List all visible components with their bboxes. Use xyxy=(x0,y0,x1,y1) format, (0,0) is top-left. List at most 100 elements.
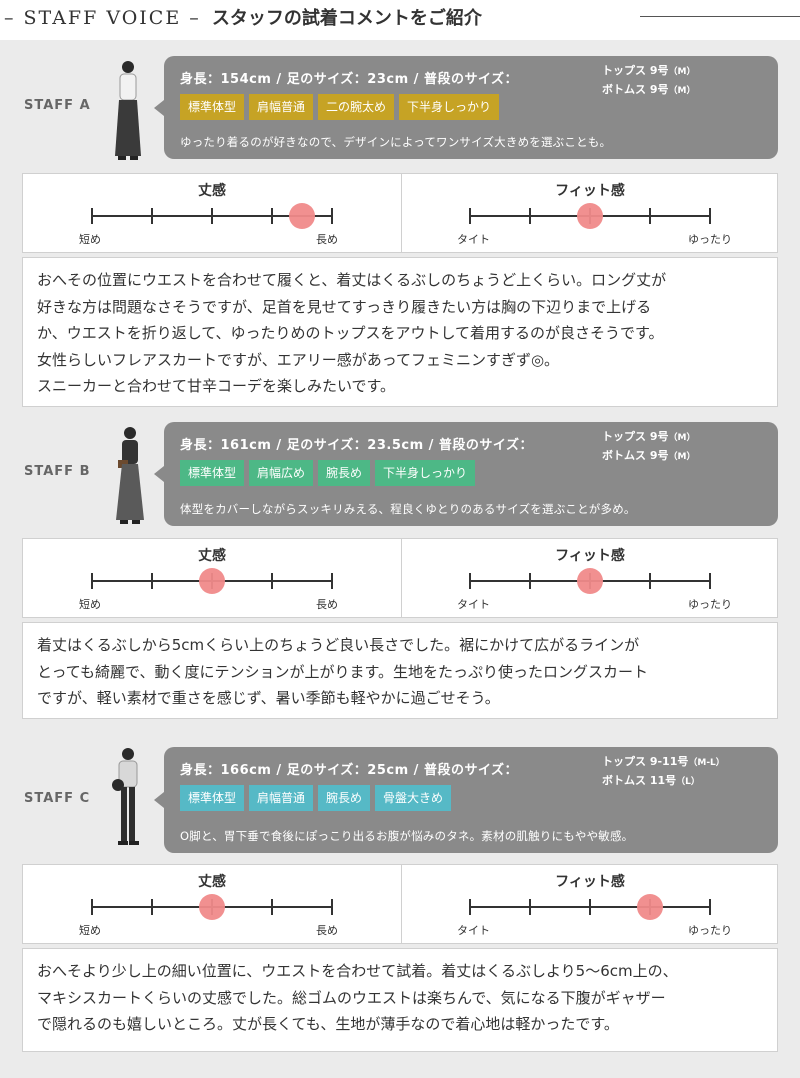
staff-b-label: STAFF B xyxy=(24,464,91,479)
staff-voice-panel: STAFF A 身長：154cm / 足のサイズ：23cm / 普段のサイズ： … xyxy=(0,40,800,1078)
header-rule xyxy=(640,16,800,17)
gauge-divider xyxy=(401,865,402,943)
staff-b-review: 着丈はくるぶしから5cmくらい上のちょうど良い長さでした。裾にかけて広がるライン… xyxy=(22,622,778,719)
staff-c-bottoms-letter: （L） xyxy=(676,777,700,787)
gauge-tick xyxy=(331,208,333,224)
gauge-tick xyxy=(529,208,531,224)
title-japanese: スタッフの試着コメントをご紹介 xyxy=(211,8,482,29)
gauge-min-label: タイト xyxy=(457,233,490,246)
gauge-tick xyxy=(211,208,213,224)
section-header: – STAFF VOICE – スタッフの試着コメントをご紹介 xyxy=(0,0,800,36)
staff-a-usual-sizes: トップス 9号（M） ボトムス 9号（M） xyxy=(602,62,695,100)
gauge-divider xyxy=(401,174,402,252)
gauge-tick xyxy=(469,208,471,224)
gauge-title: フィット感 xyxy=(555,548,625,564)
gauge-tick xyxy=(271,573,273,589)
staff-a-photo xyxy=(115,61,141,160)
gauge-indicator xyxy=(637,894,663,920)
review-line: 好きな方は問題なさそうですが、足首を見せてすっきり履きたい方は胸の下辺りまで上げ… xyxy=(37,297,652,316)
review-line: 着丈はくるぶしから5cmくらい上のちょうど良い長さでした。裾にかけて広がるライン… xyxy=(37,636,640,654)
gauge-max-label: 長め xyxy=(316,233,338,246)
review-line: おへその位置にウエストを合わせて履くと、着丈はくるぶしのちょうど上くらい。ロング… xyxy=(37,271,667,289)
gauge-tick xyxy=(649,208,651,224)
gauge-title: フィット感 xyxy=(555,183,625,199)
gauge-max-label: 長め xyxy=(316,924,338,937)
gauge-tick xyxy=(589,899,591,915)
staff-b-tops-letter: （M） xyxy=(668,433,696,443)
body-tag: 腕長め xyxy=(318,785,371,811)
gauge-min-label: タイト xyxy=(457,924,490,937)
gauge-title: 丈感 xyxy=(198,548,226,564)
body-tag: 腕長め xyxy=(318,460,371,486)
staff-c-review: おへそより少し上の細い位置に、ウエストを合わせて試着。着丈はくるぶしより5〜6c… xyxy=(22,948,778,1052)
gauge-tick xyxy=(91,899,93,915)
gauge-title: 丈感 xyxy=(198,874,226,890)
gauge-tick xyxy=(709,573,711,589)
gauge-tick xyxy=(151,899,153,915)
staff-b-usual-sizes: トップス 9号（M） ボトムス 9号（M） xyxy=(602,428,695,466)
body-tag: 標準体型 xyxy=(180,460,245,486)
gauge-min-label: 短め xyxy=(79,924,101,937)
review-line: 女性らしいフレアスカートですが、エアリー感があってフェミニンすぎず◎。 xyxy=(37,350,560,369)
staff-c-tops-size: トップス 9-11号 xyxy=(602,755,689,768)
staff-a-profile-box: 身長：154cm / 足のサイズ：23cm / 普段のサイズ： トップス 9号（… xyxy=(154,56,778,159)
gauge-tick xyxy=(91,573,93,589)
staff-b-profile-box: 身長：161cm / 足のサイズ：23.5cm / 普段のサイズ： トップス 9… xyxy=(154,422,778,526)
body-tag: 標準体型 xyxy=(180,94,245,120)
gauge-tick xyxy=(529,573,531,589)
staff-b-bottoms-letter: （M） xyxy=(668,452,696,462)
gauge-tick xyxy=(649,573,651,589)
staff-c-tops-letter: （M-L） xyxy=(688,758,725,768)
gauge-tick xyxy=(469,899,471,915)
staff-b-gauges: 丈感 短め 長め フィット感 タイト ゆったり xyxy=(22,538,778,618)
gauge-tick xyxy=(151,208,153,224)
gauge-tick xyxy=(529,899,531,915)
review-line: ですが、軽い素材で重さを感じず、暑い季節も軽やかに過ごせそう。 xyxy=(37,689,500,707)
gauge-indicator xyxy=(577,203,603,229)
staff-b-body-tags: 標準体型肩幅広め腕長め下半身しっかり xyxy=(180,460,480,486)
gauge-min-label: タイト xyxy=(457,598,490,611)
staff-b-bottoms-size: ボトムス 9号 xyxy=(602,449,669,462)
staff-a-gauges: 丈感 短め 長め フィット感 タイト ゆったり xyxy=(22,173,778,253)
staff-b-measurements: 身長：161cm / 足のサイズ：23.5cm / 普段のサイズ： xyxy=(180,438,534,453)
staff-a-tops-letter: （M） xyxy=(668,67,696,77)
staff-a-comment: ゆったり着るのが好きなので、デザインによってワンサイズ大きめを選ぶことも。 xyxy=(180,135,612,149)
fit-gauge: フィット感 タイト ゆったり xyxy=(401,865,779,945)
section-title: – STAFF VOICE – スタッフの試着コメントをご紹介 xyxy=(4,4,482,30)
gauge-tick xyxy=(709,208,711,224)
gauge-max-label: ゆったり xyxy=(688,924,732,937)
review-line: とっても綺麗で、動く度にテンションが上がります。生地をたっぷり使ったロングスカー… xyxy=(37,662,648,681)
staff-c-usual-sizes: トップス 9-11号（M-L） ボトムス 11号（L） xyxy=(602,753,725,791)
gauge-indicator xyxy=(199,568,225,594)
review-line: で隠れるのも嬉しいところ。丈が長くても、生地が薄手なので着心地は軽かったです。 xyxy=(37,1015,619,1033)
body-tag: 肩幅普通 xyxy=(249,94,314,120)
gauge-tick xyxy=(469,573,471,589)
fit-gauge: フィット感 タイト ゆったり xyxy=(401,174,779,254)
body-tag: 下半身しっかり xyxy=(375,460,476,486)
staff-b-tops-size: トップス 9号 xyxy=(602,430,669,443)
gauge-tick xyxy=(331,573,333,589)
body-tag: 二の腕太め xyxy=(318,94,395,120)
length-gauge: 丈感 短め 長め xyxy=(23,865,401,945)
staff-c-gauges: 丈感 短め 長め フィット感 タイト ゆったり xyxy=(22,864,778,944)
body-tag: 下半身しっかり xyxy=(399,94,500,120)
gauge-min-label: 短め xyxy=(79,233,101,246)
gauge-title: フィット感 xyxy=(555,874,625,890)
staff-c-photo xyxy=(112,748,139,845)
review-line: スニーカーと合わせて甘辛コーデを楽しみたいです。 xyxy=(37,377,396,395)
title-english: – STAFF VOICE – xyxy=(4,7,201,29)
gauge-tick xyxy=(271,899,273,915)
body-tag: 標準体型 xyxy=(180,785,245,811)
gauge-max-label: ゆったり xyxy=(688,233,732,246)
gauge-tick xyxy=(331,899,333,915)
staff-a-label: STAFF A xyxy=(24,98,91,113)
staff-b-comment: 体型をカバーしながらスッキリみえる、程良くゆとりのあるサイズを選ぶことが多め。 xyxy=(180,502,636,516)
staff-c-profile-box: 身長：166cm / 足のサイズ：25cm / 普段のサイズ： トップス 9-1… xyxy=(154,747,778,853)
staff-c-body-tags: 標準体型肩幅普通腕長め骨盤大きめ xyxy=(180,785,456,811)
gauge-tick xyxy=(91,208,93,224)
staff-b-photo xyxy=(116,427,144,524)
gauge-divider xyxy=(401,539,402,617)
body-tag: 肩幅広め xyxy=(249,460,314,486)
review-line: か、ウエストを折り返して、ゆったりめのトップスをアウトして着用するのが良さそうで… xyxy=(37,324,664,342)
gauge-indicator xyxy=(577,568,603,594)
